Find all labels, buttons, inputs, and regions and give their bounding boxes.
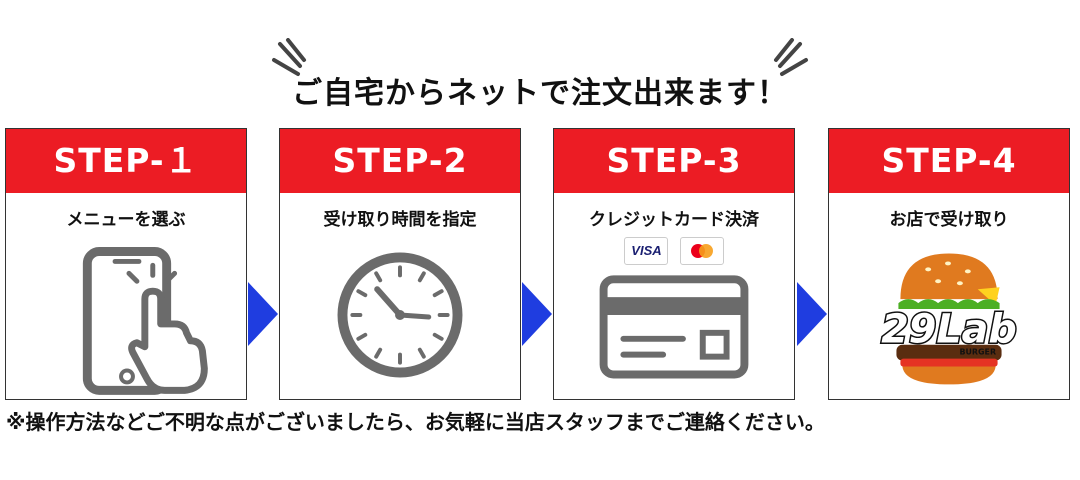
next-arrow-icon [248, 282, 278, 346]
step-4-card: STEP-4 お店で受け取り 29Lab BURGER [828, 128, 1070, 400]
step-1-desc: メニューを選ぶ [66, 210, 186, 230]
next-arrow-icon [797, 282, 827, 346]
smartphone-tap-icon [82, 247, 208, 395]
step-2-desc: 受け取り時間を指定 [323, 210, 477, 230]
mastercard-icon [679, 237, 724, 265]
step-3-desc: クレジットカード決済 [589, 210, 759, 230]
step-1-card: STEP-１ メニューを選ぶ [5, 128, 247, 400]
emphasis-lines-left-icon [272, 38, 306, 76]
logo-subtext: BURGER [959, 348, 996, 357]
step-4-label: STEP-4 [829, 129, 1069, 193]
footer-note: ※操作方法などご不明な点がございましたら、お気軽に当店スタッフまでご連絡ください… [6, 410, 825, 434]
burger-logo-icon: 29Lab BURGER [880, 253, 1018, 385]
visa-icon: VISA [624, 237, 669, 265]
credit-card-icon [599, 275, 749, 379]
headline: ご自宅からネットで注文出来ます！ [292, 76, 788, 111]
payment-methods: VISA [554, 237, 794, 265]
step-4-desc: お店で受け取り [889, 210, 1009, 230]
step-3-card: STEP-3 クレジットカード決済 VISA [553, 128, 795, 400]
step-2-label: STEP-2 [280, 129, 520, 193]
step-2-card: STEP-2 受け取り時間を指定 [279, 128, 521, 400]
next-arrow-icon [522, 282, 552, 346]
step-3-label: STEP-3 [554, 129, 794, 193]
emphasis-lines-right-icon [774, 38, 808, 76]
clock-icon [337, 252, 463, 378]
step-1-label: STEP-１ [6, 129, 246, 193]
logo-text: 29Lab [881, 307, 1017, 353]
